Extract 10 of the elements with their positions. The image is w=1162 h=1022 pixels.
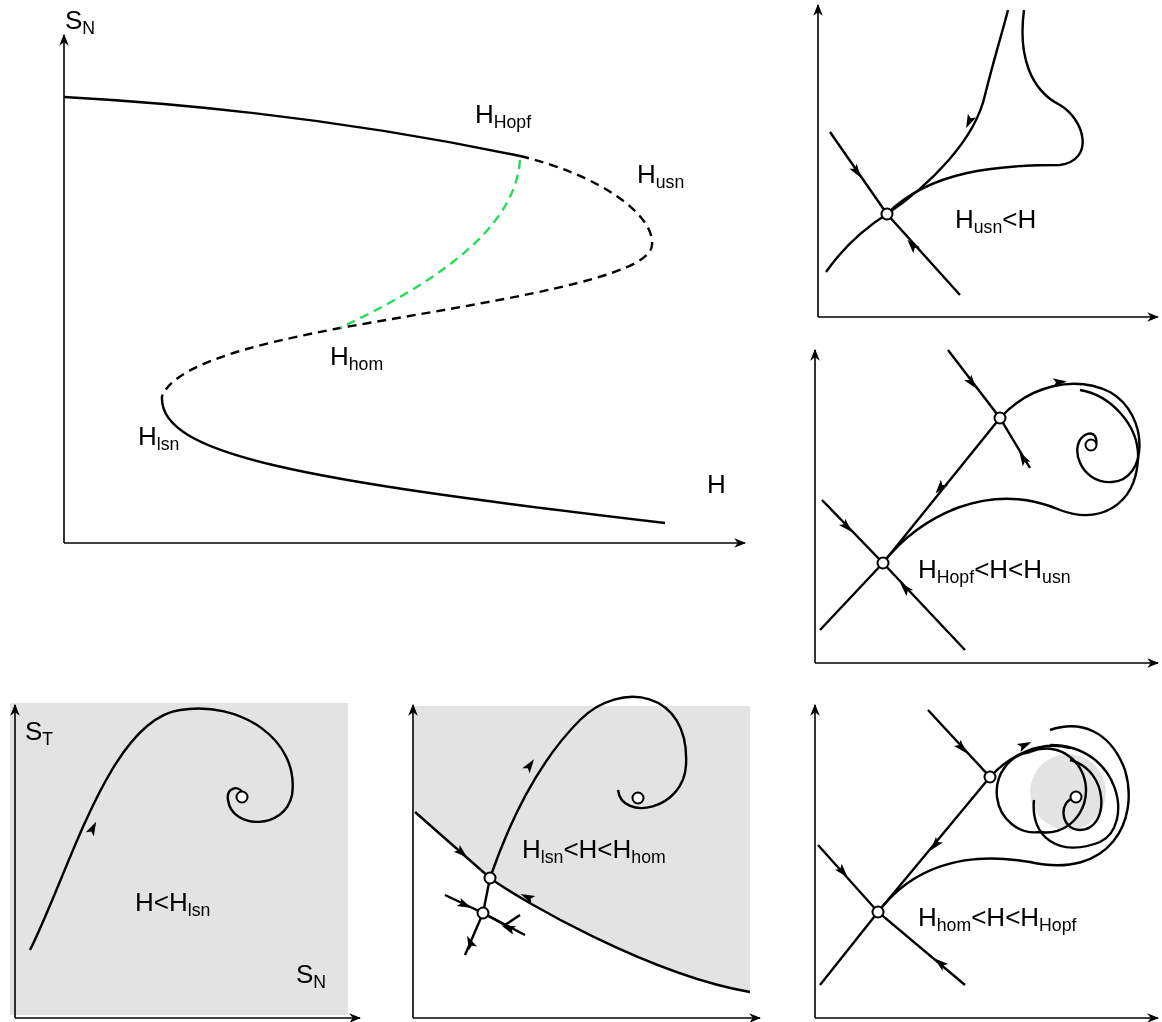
axis-label: S$_{T}$ (25, 717, 54, 746)
bifurcation-point-label: H$_{usn}$ (637, 160, 685, 189)
bifurcation-point-label: H$_{lsn}$ (138, 422, 180, 451)
axis-label: S$_{N}$ (65, 6, 96, 35)
condition-label: H<H$_{lsn}$ (135, 888, 211, 917)
axis-label: S$_{N}$ (296, 960, 327, 989)
bifurcation-point-label: H$_{hom}$ (330, 342, 384, 371)
condition-label: H$_{lsn}$<H<H$_{hom}$ (522, 835, 666, 864)
axis-label: H (707, 470, 726, 499)
condition-label: H$_{usn}$<H (955, 205, 1037, 234)
